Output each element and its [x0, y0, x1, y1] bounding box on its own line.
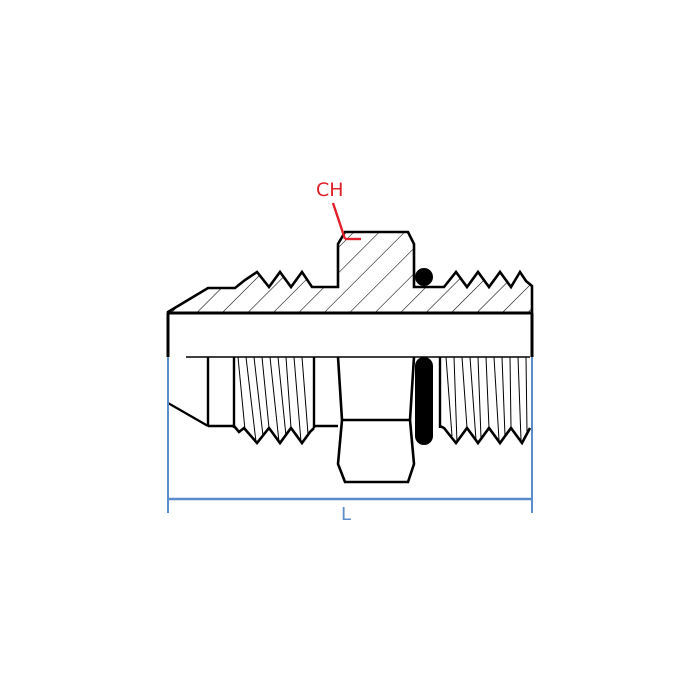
hex-callout-leader	[331, 202, 361, 241]
left-thread-exterior	[232, 356, 338, 446]
o-ring-section-icon	[415, 268, 433, 286]
lower-exterior	[167, 356, 532, 484]
upper-outline	[166, 230, 534, 314]
hex-callout-label: CH	[316, 179, 344, 201]
hex-exterior	[336, 356, 416, 484]
right-thread-exterior	[438, 356, 532, 446]
length-dimension-label: L	[341, 504, 352, 525]
bore	[166, 313, 534, 358]
length-dimension	[167, 357, 533, 513]
o-ring-exterior-icon	[415, 357, 433, 445]
